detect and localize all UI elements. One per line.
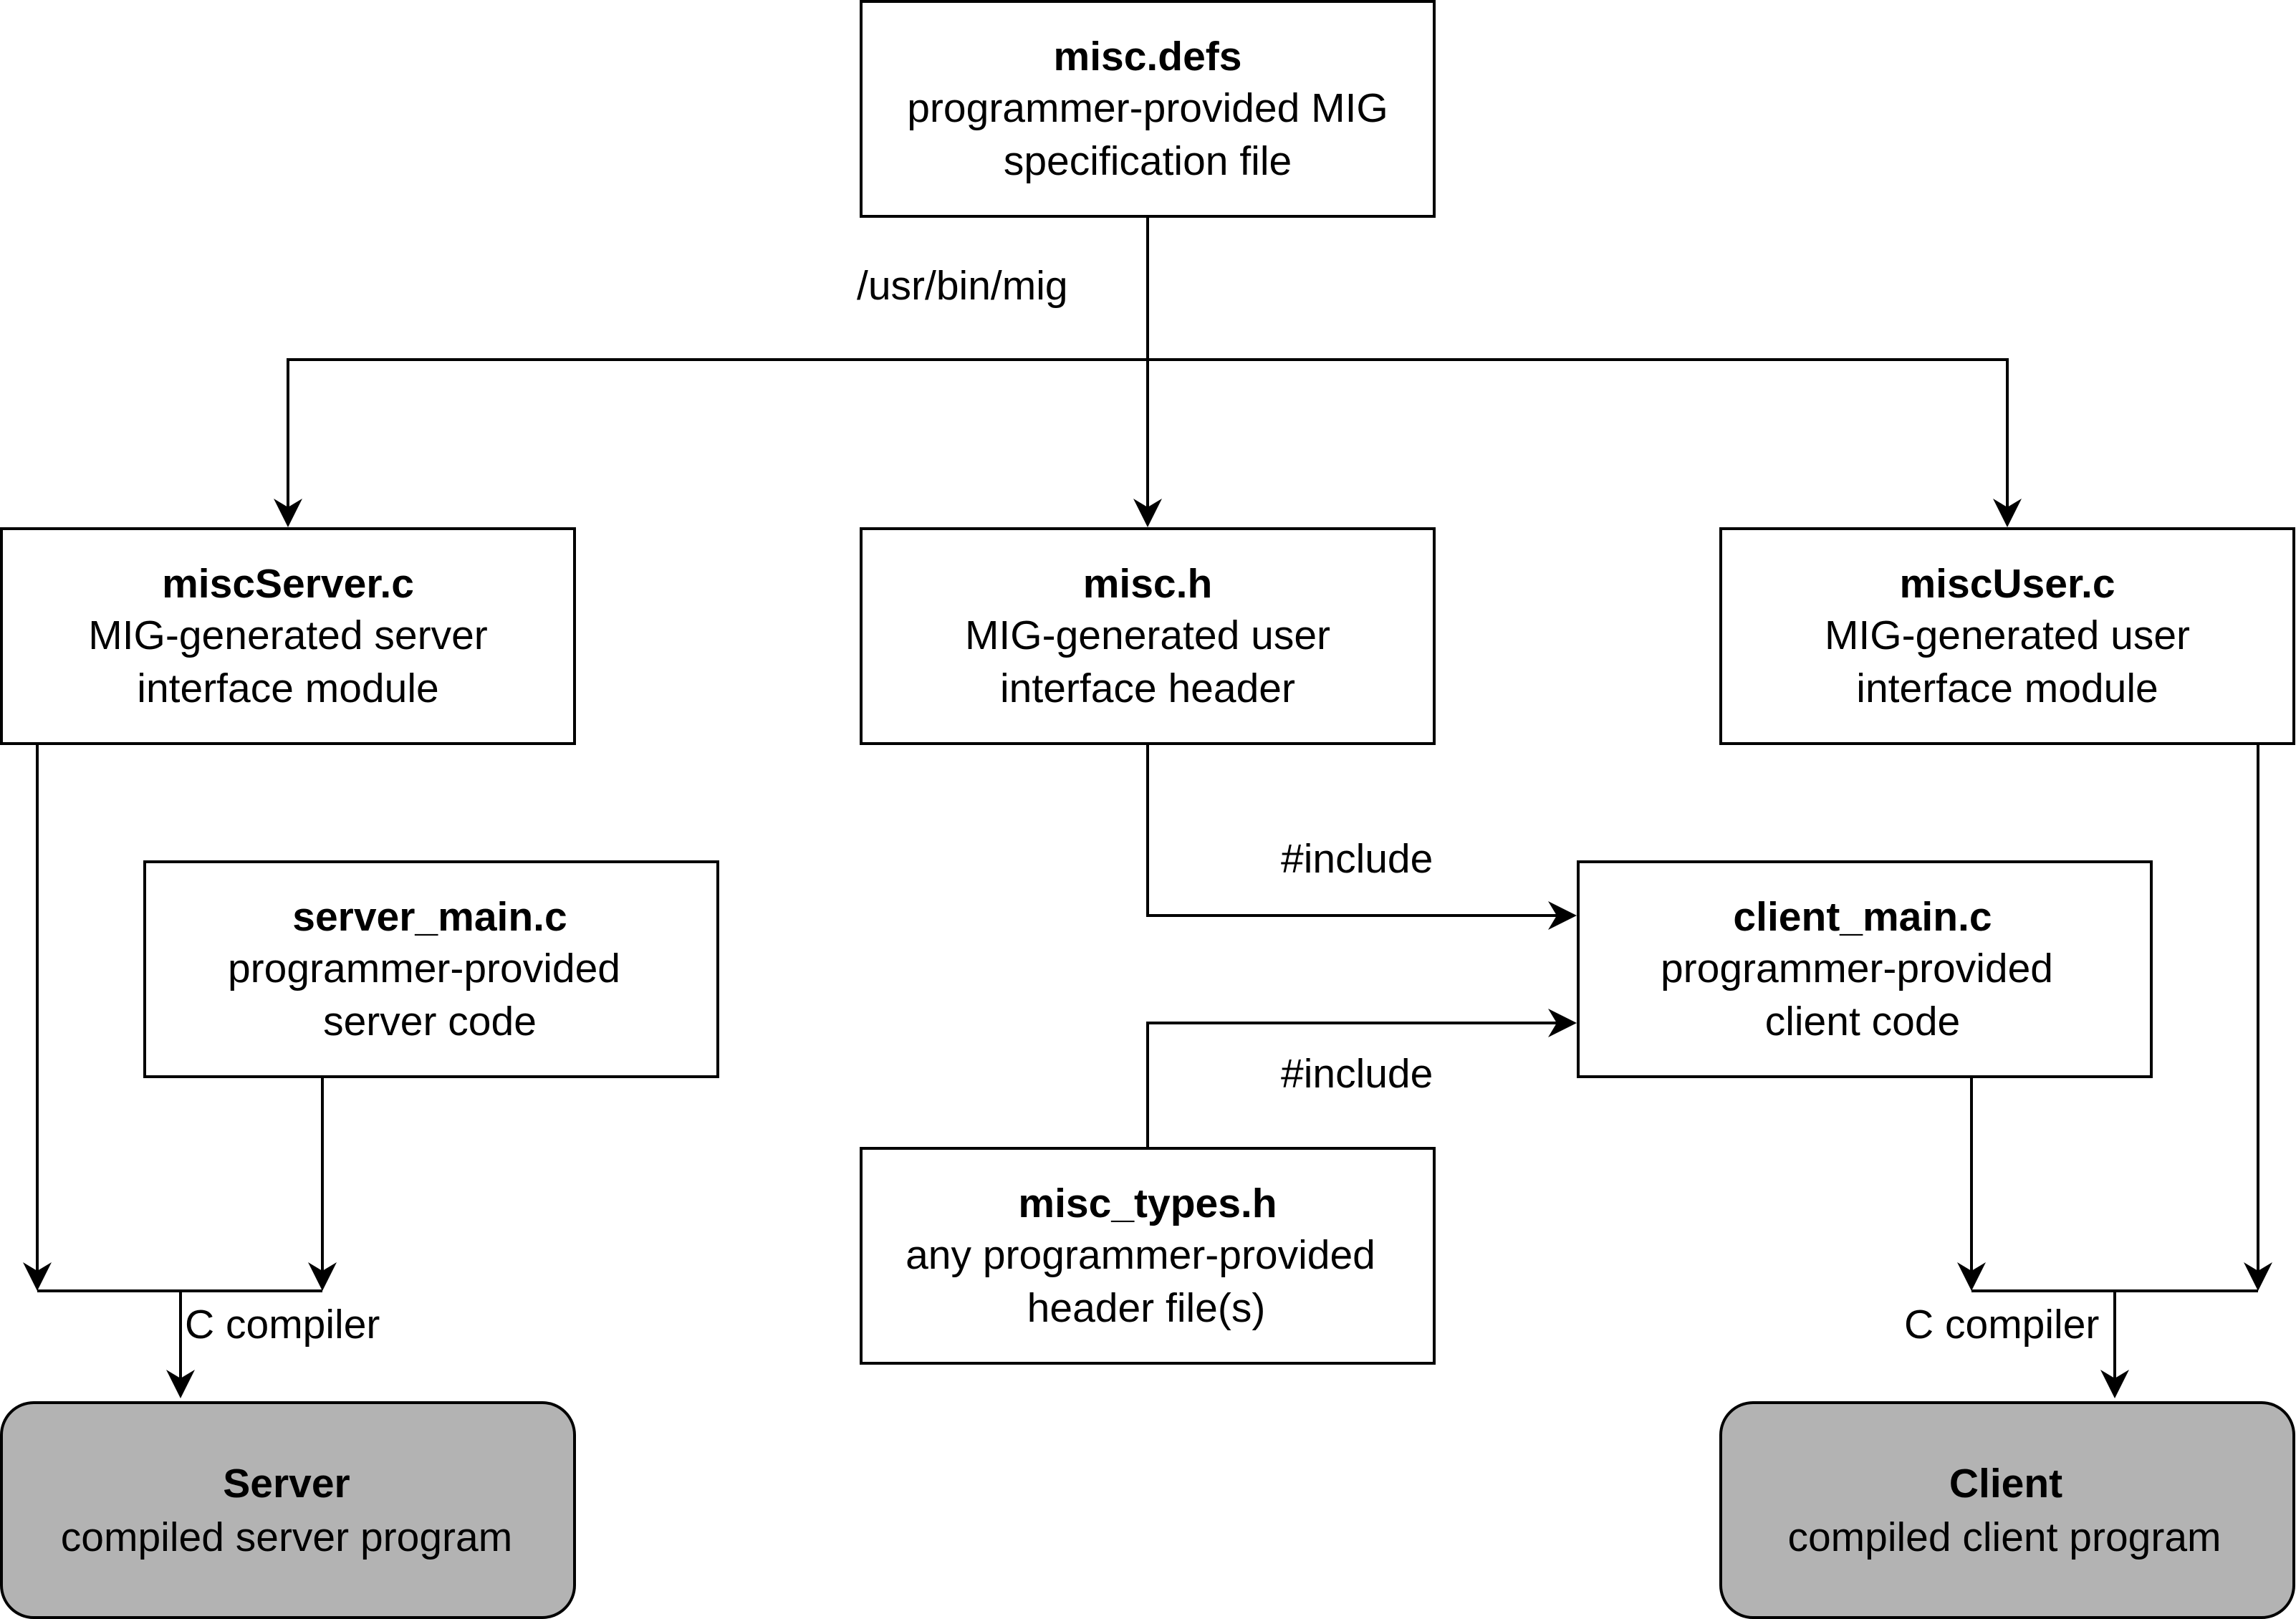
edge-misc-h-to-client-main bbox=[1146, 744, 1577, 930]
title-client: Client bbox=[1949, 1461, 2062, 1507]
label-client-compiler: C compiler bbox=[1904, 1302, 2099, 1347]
desc-misc-server-c-line2: interface module bbox=[137, 666, 438, 711]
node-misc-defs: misc.defs programmer-provided MIG specif… bbox=[860, 0, 1436, 218]
box-misc-user-c bbox=[1719, 527, 2295, 745]
desc-server-main-c-line1: programmer-provided bbox=[228, 946, 620, 991]
node-misc-server-c: miscServer.c MIG-generated server interf… bbox=[0, 527, 576, 745]
node-misc-h: misc.h MIG-generated user interface head… bbox=[860, 527, 1436, 745]
box-server-main-c bbox=[143, 860, 719, 1078]
node-server: Server compiled server program bbox=[0, 1401, 576, 1619]
title-client-main-c: client_main.c bbox=[1733, 894, 1992, 940]
edge-misc-types-to-client-main bbox=[1146, 1009, 1577, 1148]
desc-misc-defs-line2: specification file bbox=[1004, 138, 1292, 184]
box-misc-h bbox=[860, 527, 1436, 745]
connectors bbox=[23, 216, 2272, 1398]
title-misc-defs: misc.defs bbox=[1054, 34, 1242, 80]
desc-client-main-c-line2: client code bbox=[1765, 999, 1961, 1044]
box-misc-types-h bbox=[860, 1147, 1436, 1365]
node-misc-types-h: misc_types.h any programmer-provided hea… bbox=[860, 1147, 1436, 1365]
node-client: Client compiled client program bbox=[1719, 1401, 2295, 1619]
title-misc-server-c: miscServer.c bbox=[162, 561, 414, 607]
title-server-main-c: server_main.c bbox=[292, 894, 567, 940]
title-misc-types-h: misc_types.h bbox=[1018, 1181, 1277, 1226]
desc-server-line1: compiled server program bbox=[61, 1514, 512, 1560]
box-misc-server-c bbox=[0, 527, 576, 745]
node-server-main-c: server_main.c programmer-provided server… bbox=[143, 860, 719, 1078]
desc-client-line1: compiled client program bbox=[1787, 1514, 2221, 1560]
desc-misc-types-h-line2: header file(s) bbox=[1027, 1285, 1266, 1331]
edge-defs-to-misc-user bbox=[1148, 358, 2022, 527]
title-misc-user-c: miscUser.c bbox=[1899, 561, 2115, 607]
desc-misc-types-h-line1: any programmer-provided bbox=[906, 1232, 1375, 1278]
box-misc-defs bbox=[860, 0, 1436, 218]
desc-misc-h-line1: MIG-generated user bbox=[965, 612, 1330, 658]
label-include-misc-h: #include bbox=[1281, 836, 1433, 882]
desc-misc-defs-line1: programmer-provided MIG bbox=[907, 85, 1388, 131]
edge-defs-to-misc-server bbox=[274, 358, 1148, 527]
label-mig-tool: /usr/bin/mig bbox=[857, 263, 1068, 309]
title-server: Server bbox=[223, 1461, 350, 1507]
desc-misc-user-c-line2: interface module bbox=[1856, 666, 2158, 711]
box-client bbox=[1719, 1401, 2295, 1619]
label-include-misc-types-h: #include bbox=[1281, 1051, 1433, 1097]
desc-misc-h-line2: interface header bbox=[1000, 666, 1295, 711]
label-server-compiler: C compiler bbox=[185, 1302, 380, 1347]
desc-misc-user-c-line1: MIG-generated user bbox=[1825, 612, 2190, 658]
node-misc-user-c: miscUser.c MIG-generated user interface … bbox=[1719, 527, 2295, 745]
title-misc-h: misc.h bbox=[1083, 561, 1213, 607]
box-client-main-c bbox=[1577, 860, 2153, 1078]
desc-client-main-c-line1: programmer-provided bbox=[1661, 946, 2053, 991]
node-client-main-c: client_main.c programmer-provided client… bbox=[1577, 860, 2153, 1078]
desc-server-main-c-line2: server code bbox=[323, 999, 537, 1044]
edge-labels: /usr/bin/mig #include #include C compile… bbox=[185, 263, 2099, 1347]
box-server bbox=[0, 1401, 576, 1619]
desc-misc-server-c-line1: MIG-generated server bbox=[88, 612, 488, 658]
